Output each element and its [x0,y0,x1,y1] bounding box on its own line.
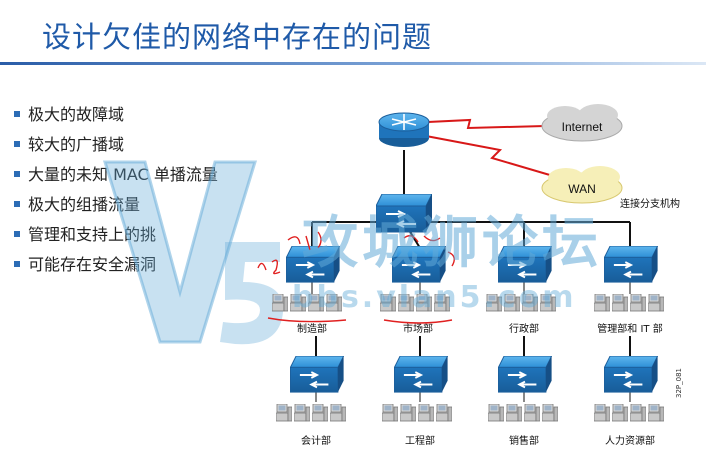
branch-label: 连接分支机构 [620,197,680,210]
hand-annotation [257,231,455,324]
department-label: 会计部 [301,434,331,447]
watermark-text: 攻城狮论坛 [302,211,602,276]
department-label: 销售部 [509,434,539,447]
pc-group [276,404,664,422]
router-icon [378,112,430,147]
switch-icon [394,356,448,394]
department-label: 工程部 [405,434,435,447]
wan-cloud: WAN [541,166,623,204]
pc-icon [630,294,646,312]
watermark-url: bbs.vlan5.com [292,280,577,315]
figure-id: 32P_081 [675,368,683,398]
pc-icon [594,294,610,312]
pc-icon [382,404,398,422]
bullet-item: 极大的组播流量 [14,194,218,224]
watermark-logo [102,160,284,345]
page-title: 设计欠佳的网络中存在的问题 [42,20,433,54]
pc-icon [330,404,346,422]
pc-links [311,282,631,402]
bullet-marker [14,260,20,267]
department-label: 人力资源部 [605,434,655,447]
switch-icon [604,356,658,394]
pc-icon [542,404,558,422]
pc-icon [272,294,288,312]
pc-icon [418,404,434,422]
bullet-item: 极大的故障域 [14,104,218,134]
switch-icon [498,356,552,394]
switch-icon [290,356,344,394]
pc-icon [648,294,664,312]
wan-label: WAN [568,182,596,196]
pc-icon [400,404,416,422]
bullet-item: 可能存在安全漏洞 [14,254,218,284]
pc-icon [276,404,292,422]
problem-list: 极大的故障域 较大的广播域 大量的未知 MAC 单播流量 极大的组播流量 管理和… [14,104,218,284]
pc-icon [524,404,540,422]
switch-icon [604,246,658,284]
department-label: 行政部 [509,322,539,335]
bullet-marker [14,200,20,207]
bullet-item: 管理和支持上的挑 [14,224,218,254]
bullet-item: 较大的广播域 [14,134,218,164]
pc-icon [612,294,628,312]
pc-icon [612,404,628,422]
bullet-marker [14,230,20,237]
pc-icon [488,404,504,422]
pc-icon [506,404,522,422]
title-divider [0,62,706,65]
bullet-marker [14,170,20,177]
pc-icon [312,404,328,422]
bullet-marker [14,140,20,147]
pc-icon [630,404,646,422]
bullet-item: 大量的未知 MAC 单播流量 [14,164,218,194]
department-label: 制造部 [297,322,327,335]
internet-label: Internet [562,120,603,134]
bullet-marker [14,110,20,117]
serial-link-wan [425,135,561,179]
pc-icon [436,404,452,422]
department-label: 市场部 [403,322,433,335]
pc-icon [294,404,310,422]
serial-link-internet [427,118,546,130]
department-label: 管理部和 IT 部 [597,322,662,335]
pc-icon [648,404,664,422]
pc-icon [594,404,610,422]
internet-cloud: Internet [541,104,623,142]
